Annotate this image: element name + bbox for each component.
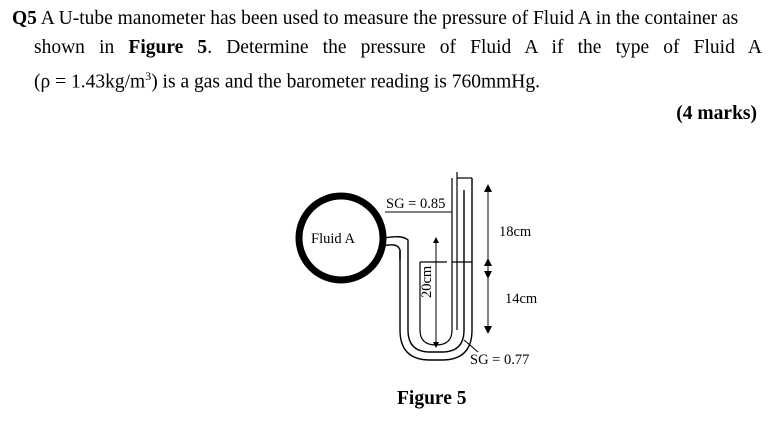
- dim-20-label: 20cm: [419, 265, 435, 298]
- connecting-tube: [382, 235, 409, 260]
- figure-reference: Figure 5: [128, 37, 208, 58]
- question-line-2: shown in Figure 5. Determine the pressur…: [12, 33, 762, 62]
- question-line-2-text-a: shown in: [34, 37, 115, 58]
- sg-bottom-label: SG = 0.77: [470, 352, 529, 368]
- question-line-1-text: A U-tube manometer has been used to meas…: [40, 8, 739, 29]
- dim-18-label: 18cm: [499, 224, 532, 240]
- dim-14-label: 14cm: [505, 291, 538, 307]
- question-line-3: (ρ = 1.43kg/m3) is a gas and the baromet…: [12, 62, 762, 97]
- question-text: Q5 A U-tube manometer has been used to m…: [12, 4, 762, 97]
- question-line-3-text-a: (ρ = 1.43kg/m: [34, 71, 146, 93]
- density-exponent: 3: [145, 69, 152, 83]
- sg-bottom-leader: [463, 339, 479, 353]
- question-number: Q5: [12, 8, 37, 29]
- u-tube-outer: [399, 178, 473, 361]
- marks-label: (4 marks): [676, 103, 757, 124]
- sg-top-label: SG = 0.85: [386, 196, 445, 212]
- figure-caption: Figure 5: [397, 388, 467, 409]
- question-line-3-text-b: ) is a gas and the barometer reading is …: [151, 71, 540, 93]
- fluid-a-label: Fluid A: [311, 231, 355, 247]
- connecting-tube-inner: [382, 244, 401, 260]
- u-tube-inner: [407, 190, 465, 353]
- question-line-2-text-b: . Determine the pressure of Fluid A if t…: [207, 37, 763, 58]
- question-line-1: Q5 A U-tube manometer has been used to m…: [12, 4, 762, 33]
